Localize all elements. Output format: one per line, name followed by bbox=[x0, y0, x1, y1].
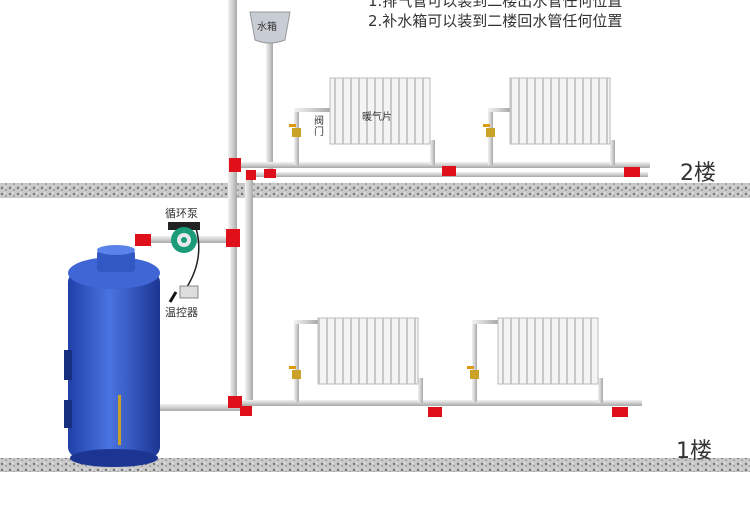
floor-2-label: 2楼 bbox=[680, 161, 716, 186]
note-line-1: 1.排气管可以装到二楼出水管任何位置 bbox=[368, 0, 623, 10]
branch-pipes bbox=[294, 108, 615, 403]
sensor-probe-icon bbox=[168, 291, 178, 303]
valve-label: 阀门 bbox=[314, 116, 324, 138]
water-tank-label: 水箱 bbox=[257, 22, 277, 33]
radiator-floor1-right bbox=[497, 317, 599, 385]
valve-icons bbox=[289, 124, 495, 379]
circulation-pump-icon bbox=[168, 222, 200, 253]
thermostat-label: 温控器 bbox=[165, 306, 198, 319]
return-riser-pipe bbox=[245, 170, 253, 405]
pipe-fittings bbox=[135, 158, 640, 417]
tank-pipe bbox=[266, 40, 273, 175]
pump-cable bbox=[184, 227, 200, 291]
riser-pipe bbox=[228, 0, 237, 240]
radiator-floor1-left bbox=[317, 317, 419, 385]
floor-1-label: 1楼 bbox=[676, 439, 712, 464]
floor1-supply-pipe bbox=[232, 400, 642, 406]
floor1-return-pipe bbox=[160, 404, 240, 411]
note-line-2: 2.补水箱可以装到二楼回水管任何位置 bbox=[368, 12, 623, 30]
supply-down-pipe bbox=[230, 240, 237, 405]
radiator-floor2-right bbox=[509, 77, 611, 145]
floor-slab-lower bbox=[0, 458, 750, 472]
pump-label: 循环泵 bbox=[165, 207, 198, 220]
radiator-floor2-left bbox=[329, 77, 431, 145]
boiler-icon bbox=[64, 245, 160, 467]
thermostat-icon bbox=[179, 285, 199, 299]
water-tank-icon bbox=[249, 11, 291, 44]
floor-slab-upper bbox=[0, 183, 750, 198]
floor2-supply-pipe bbox=[232, 162, 650, 168]
radiator-label: 暖气片 bbox=[362, 112, 392, 123]
